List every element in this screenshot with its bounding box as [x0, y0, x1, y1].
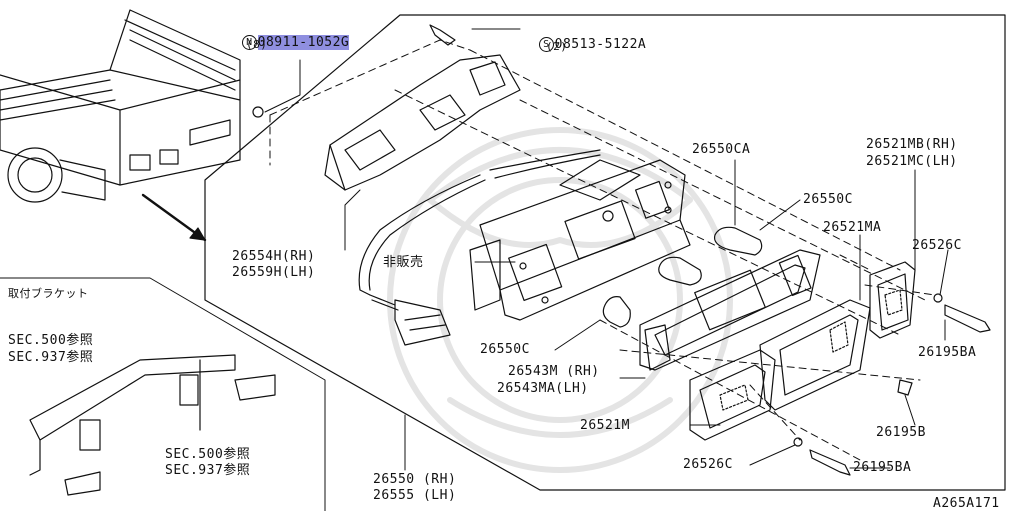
- lens-label-m: 26521M: [580, 418, 630, 433]
- fasteners: [252, 24, 991, 476]
- lens-set: [689, 261, 916, 441]
- lamp-housing: [469, 159, 691, 321]
- harness-label-rh: 26554H(RH): [232, 249, 316, 264]
- bolt-label-2: 26195B: [876, 425, 926, 440]
- reference-label-2a: SEC.500参照: [165, 447, 251, 462]
- harness-label-lh: 26559H(LH): [232, 265, 316, 280]
- nut-quantity: (8): [246, 38, 268, 51]
- bracket-inset-illustration: [29, 354, 276, 496]
- reference-label-1a: SEC.500参照: [8, 333, 94, 348]
- washer-label-top: 26526C: [912, 238, 962, 253]
- gasket-label-rh: 26543M (RH): [508, 364, 600, 379]
- bolt-label-1: 26195BA: [918, 345, 977, 360]
- washer-label-bottom: 26526C: [683, 457, 733, 472]
- wiring-harness: [358, 149, 601, 346]
- bulb-label-top: 26550CA: [692, 142, 751, 157]
- bracket-section-title: 取付ブラケット: [8, 287, 89, 300]
- gasket-label-lh: 26543MA(LH): [497, 381, 589, 396]
- s-marker-icon: S: [538, 37, 554, 52]
- guide-lines: [269, 39, 936, 461]
- screw-part-number: 08513-5122A: [554, 37, 647, 52]
- pointer-arrow: [141, 193, 207, 242]
- watermark-emblem: [387, 127, 733, 473]
- reference-label-2b: SEC.937参照: [165, 463, 251, 478]
- gasket-frame: [639, 249, 821, 371]
- screw-quantity: (2): [546, 40, 568, 53]
- assembly-label-lh: 26555 (LH): [373, 488, 457, 503]
- bolt-label-3: 26195BA: [853, 460, 912, 475]
- reference-label-1b: SEC.937参照: [8, 350, 94, 365]
- n-marker-icon: N: [241, 35, 257, 50]
- nut-part-number: 08911-1052G: [257, 35, 350, 50]
- assembly-label-rh: 26550 (RH): [373, 472, 457, 487]
- leader-lines: [264, 28, 949, 471]
- lens-label-lh: 26521MC(LH): [866, 154, 958, 169]
- truck-rear-illustration: [0, 9, 241, 203]
- assembly-outline: [0, 14, 1006, 511]
- bulb-set: [602, 226, 763, 328]
- bulb-label-mid: 26550C: [803, 192, 853, 207]
- lens-label-ma: 26521MA: [823, 220, 882, 235]
- mounting-bracket: [324, 54, 521, 191]
- not-sold-label: 非販売: [383, 255, 424, 270]
- diagram-id: A265A171: [933, 496, 1000, 511]
- lens-label-rh: 26521MB(RH): [866, 137, 958, 152]
- bulb-label-low: 26550C: [480, 342, 530, 357]
